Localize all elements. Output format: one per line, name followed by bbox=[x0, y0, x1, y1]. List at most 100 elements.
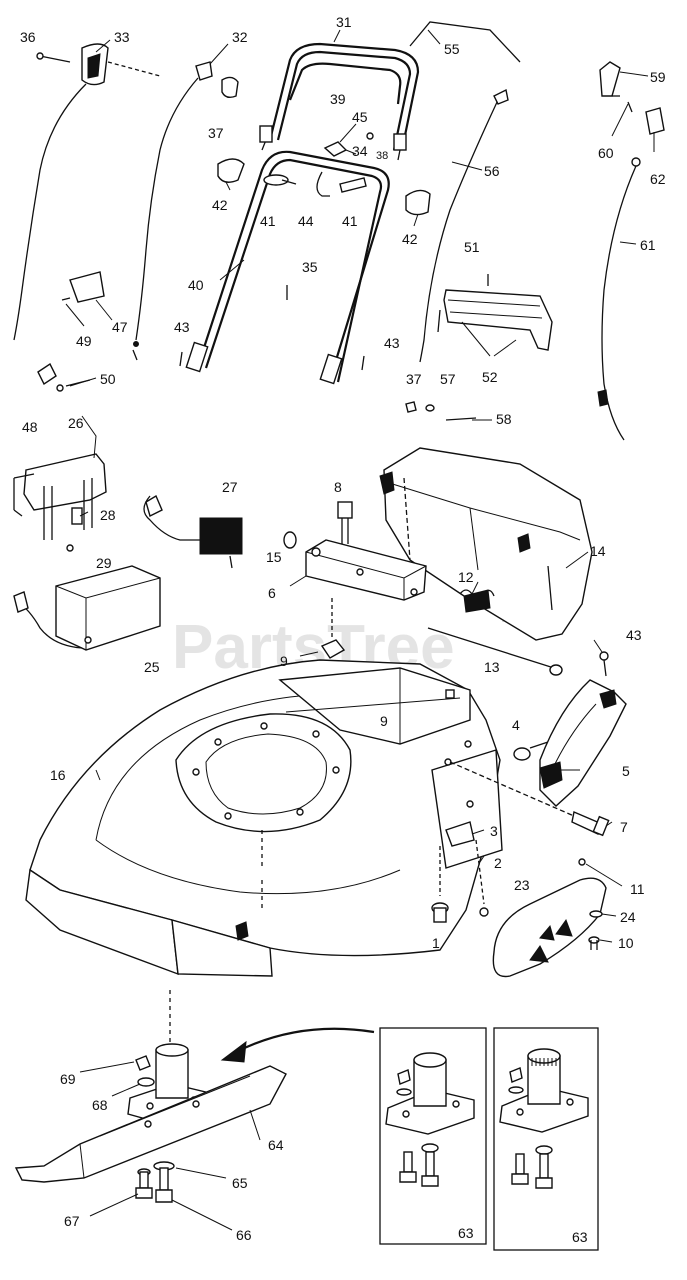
part-43-pin-right[interactable] bbox=[361, 355, 365, 371]
part-37-nut[interactable] bbox=[405, 401, 417, 413]
part-55-wire[interactable] bbox=[409, 21, 521, 63]
part-10-bolt[interactable] bbox=[588, 936, 600, 950]
label-33: 33 bbox=[114, 29, 130, 45]
label-51: 51 bbox=[464, 239, 480, 255]
part-64-blade[interactable] bbox=[14, 1065, 287, 1183]
label-48: 48 bbox=[22, 419, 38, 435]
part-44-hook[interactable] bbox=[316, 171, 330, 197]
part-45-nut[interactable] bbox=[323, 141, 348, 157]
part-11-nut[interactable] bbox=[578, 858, 586, 866]
part-61-cable[interactable] bbox=[597, 157, 641, 441]
part-8-bolt[interactable] bbox=[337, 501, 353, 544]
part-41-bolt-right[interactable] bbox=[339, 177, 367, 193]
label-11: 11 bbox=[630, 881, 645, 897]
part-66-bolt[interactable] bbox=[155, 1167, 173, 1203]
label-37-top: 37 bbox=[208, 125, 224, 141]
label-42-left: 42 bbox=[212, 197, 228, 213]
part-60-spring[interactable] bbox=[627, 101, 633, 113]
part-43-screw[interactable] bbox=[599, 651, 609, 677]
leader-52-b bbox=[493, 339, 517, 357]
part-9-bolt-upper[interactable] bbox=[320, 639, 346, 659]
label-13: 13 bbox=[484, 659, 500, 675]
label-37-bottom: 37 bbox=[406, 371, 422, 387]
part-42-knob-left[interactable] bbox=[217, 158, 245, 183]
leader-lines bbox=[65, 29, 655, 1231]
part-67-bolt[interactable] bbox=[135, 1168, 153, 1199]
part-4-bushing[interactable] bbox=[513, 741, 549, 761]
label-9-lower: 9 bbox=[380, 713, 388, 729]
label-6: 6 bbox=[268, 585, 276, 601]
part-62-fitting[interactable] bbox=[645, 107, 665, 135]
part-48-clip[interactable] bbox=[37, 362, 57, 386]
part-labels: 36 33 32 31 55 59 37 39 45 34 38 56 60 6… bbox=[20, 14, 666, 1245]
part-1-bolt[interactable] bbox=[431, 902, 449, 923]
label-42-right: 42 bbox=[402, 231, 418, 247]
part-36-bolt[interactable] bbox=[36, 52, 71, 63]
part-34-screw[interactable] bbox=[366, 132, 374, 140]
label-68: 68 bbox=[92, 1097, 108, 1113]
label-44: 44 bbox=[298, 213, 314, 229]
part-3-pivot[interactable] bbox=[445, 821, 475, 847]
label-60: 60 bbox=[598, 145, 614, 161]
label-58: 58 bbox=[496, 411, 512, 427]
label-40: 40 bbox=[188, 277, 204, 293]
label-29: 29 bbox=[96, 555, 112, 571]
part-15-nut[interactable] bbox=[283, 531, 297, 549]
label-66: 66 bbox=[236, 1227, 252, 1243]
part-31-upper-handle[interactable] bbox=[259, 42, 420, 161]
part-16-deck[interactable] bbox=[25, 659, 503, 977]
part-47-clip[interactable] bbox=[61, 271, 105, 303]
leader-52-a bbox=[461, 321, 491, 357]
label-67: 67 bbox=[64, 1213, 80, 1229]
label-14: 14 bbox=[590, 543, 606, 559]
part-69-nut[interactable] bbox=[135, 1055, 151, 1071]
part-56-cable[interactable] bbox=[419, 88, 509, 363]
label-57: 57 bbox=[440, 371, 456, 387]
label-2: 2 bbox=[494, 855, 502, 871]
part-29-battery[interactable] bbox=[13, 565, 161, 651]
label-32: 32 bbox=[232, 29, 248, 45]
label-63-right: 63 bbox=[572, 1229, 588, 1245]
dash-guide-4 bbox=[475, 839, 485, 905]
label-56: 56 bbox=[484, 163, 500, 179]
part-43-pin-left[interactable] bbox=[179, 351, 183, 367]
inset-63-right bbox=[493, 1027, 599, 1251]
part-5-rear-door[interactable] bbox=[539, 679, 627, 807]
label-61: 61 bbox=[640, 237, 656, 253]
label-65: 65 bbox=[232, 1175, 248, 1191]
label-28: 28 bbox=[100, 507, 116, 523]
part-12-spring[interactable] bbox=[459, 589, 495, 613]
part-42-knob-right[interactable] bbox=[405, 189, 431, 216]
label-10: 10 bbox=[618, 935, 634, 951]
inset-63-left bbox=[379, 1027, 487, 1245]
label-45: 45 bbox=[352, 109, 368, 125]
label-15: 15 bbox=[266, 549, 282, 565]
part-14-motor-cover[interactable] bbox=[379, 447, 593, 641]
part-23-wheel-cover[interactable] bbox=[492, 877, 607, 978]
label-1: 1 bbox=[432, 935, 440, 951]
part-57-washer[interactable] bbox=[425, 404, 435, 412]
part-27-charger[interactable] bbox=[143, 494, 243, 569]
label-25: 25 bbox=[144, 659, 160, 675]
label-50: 50 bbox=[100, 371, 116, 387]
label-7: 7 bbox=[620, 819, 628, 835]
part-2-pin[interactable] bbox=[479, 907, 489, 917]
label-41-right: 41 bbox=[342, 213, 358, 229]
part-24-washer[interactable] bbox=[589, 910, 603, 918]
label-5: 5 bbox=[622, 763, 630, 779]
part-41-bolt-left[interactable] bbox=[263, 174, 297, 186]
part-37-knob[interactable] bbox=[221, 76, 239, 99]
part-33-control-lever[interactable] bbox=[81, 43, 161, 86]
part-58-rod[interactable] bbox=[445, 417, 477, 421]
part-13-shaft[interactable] bbox=[427, 627, 563, 676]
part-59-bracket[interactable] bbox=[599, 61, 621, 97]
part-26-bracket[interactable] bbox=[13, 453, 107, 552]
part-40-lower-handle[interactable] bbox=[185, 150, 390, 385]
cable-left bbox=[13, 83, 87, 341]
part-68-washer[interactable] bbox=[137, 1077, 155, 1087]
part-7-bolt[interactable] bbox=[449, 761, 610, 837]
part-32-cable[interactable] bbox=[132, 61, 213, 361]
part-51-bracket[interactable] bbox=[437, 274, 553, 351]
label-31: 31 bbox=[336, 14, 352, 30]
